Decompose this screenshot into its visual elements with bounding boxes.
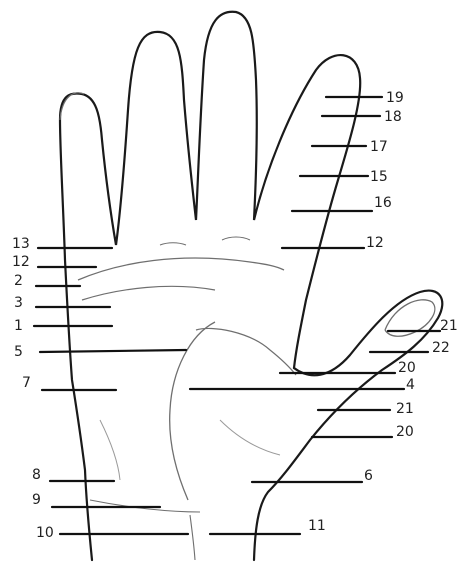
finger-crease-ring [160, 243, 186, 245]
label-12-left: 12 [12, 254, 30, 270]
label-22: 21 [440, 318, 458, 334]
label-2: 2 [14, 273, 23, 289]
number-labels: 19 18 17 15 16 13 12 12 2 3 1 21 22 5 20… [12, 90, 458, 541]
label-4: 4 [406, 377, 415, 393]
thenar-crease [170, 322, 215, 500]
label-14: 15 [370, 169, 388, 185]
label-11: 11 [308, 518, 326, 534]
label-19: 20 [398, 360, 416, 376]
label-5: 5 [14, 344, 23, 360]
thenar-curve [196, 328, 296, 375]
label-18: 19 [386, 90, 404, 106]
label-21: 21 [396, 401, 414, 417]
label-3: 3 [14, 295, 23, 311]
label-8: 8 [32, 467, 41, 483]
leader-5 [40, 350, 186, 352]
label-7: 7 [22, 375, 31, 391]
leader-lines [34, 97, 440, 534]
palm-crease-distal [78, 258, 284, 280]
label-15: 16 [374, 195, 392, 211]
index-tip [60, 93, 84, 120]
label-23: 22 [432, 340, 450, 356]
label-16: 17 [370, 139, 388, 155]
label-9: 9 [32, 492, 41, 508]
palm-crease-proximal [82, 286, 215, 300]
label-20: 20 [396, 424, 414, 440]
label-17: 18 [384, 109, 402, 125]
finger-crease-middle [222, 237, 250, 240]
label-6: 6 [364, 468, 373, 484]
label-10: 10 [36, 525, 54, 541]
label-12-right: 12 [366, 235, 384, 251]
label-13: 13 [12, 236, 30, 252]
hypothenar-texture [100, 420, 120, 480]
thenar-texture [220, 420, 280, 455]
tendon-line [190, 515, 195, 560]
hand-outline-left [60, 12, 360, 560]
label-1: 1 [14, 318, 23, 334]
